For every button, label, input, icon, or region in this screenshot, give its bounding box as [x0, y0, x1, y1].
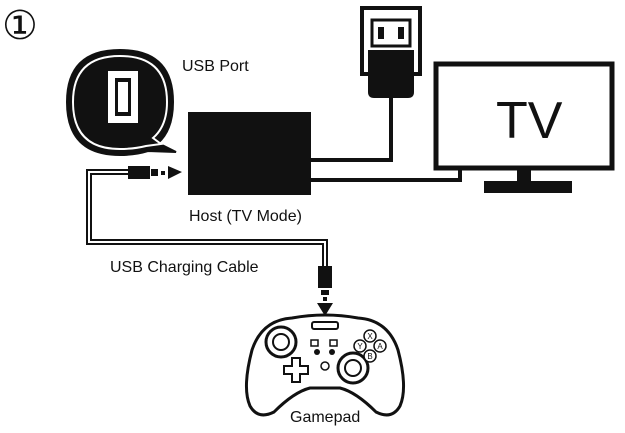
gamepad-icon: X Y A B: [245, 313, 405, 417]
button-x: [363, 329, 377, 343]
tv-monitor: [433, 61, 615, 193]
button-b: [363, 349, 377, 363]
power-cord: [310, 98, 393, 162]
tv-label: TV: [496, 92, 563, 150]
button-y-label: Y: [357, 342, 363, 351]
host-console: [188, 112, 311, 195]
button-b-label: B: [367, 352, 372, 361]
usb-cable: [86, 166, 333, 316]
cable-label: USB Charging Cable: [110, 259, 259, 276]
hdmi-cable: [310, 168, 462, 182]
usb-port-callout: [65, 48, 177, 157]
gamepad-label: Gamepad: [290, 409, 361, 426]
button-y: [353, 339, 367, 353]
host-label: Host (TV Mode): [189, 208, 302, 225]
button-a: [373, 339, 387, 353]
step-number: ①: [2, 3, 38, 49]
button-a-label: A: [377, 342, 383, 351]
power-plug-icon: [368, 50, 414, 98]
button-x-label: X: [367, 332, 373, 341]
usb-port-label: USB Port: [182, 58, 249, 75]
